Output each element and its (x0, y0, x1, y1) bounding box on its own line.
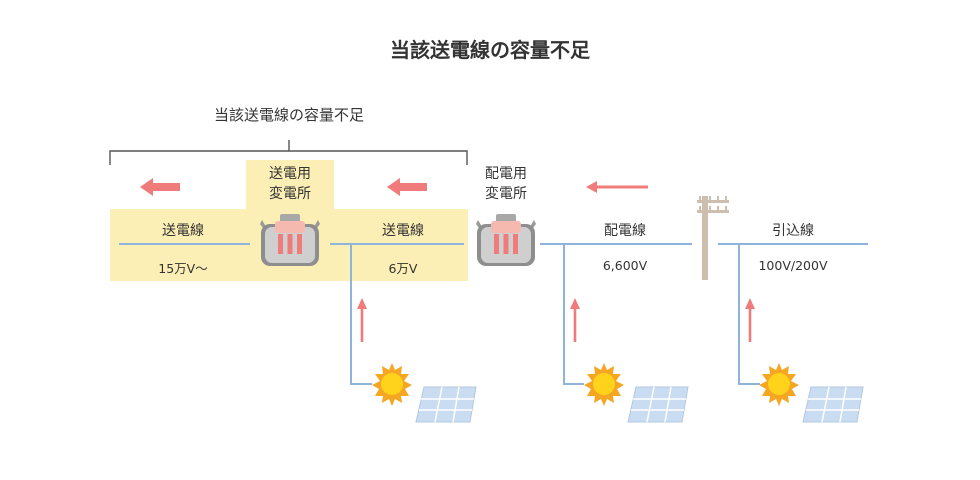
segment-voltage-3: 6,600V (602, 258, 648, 273)
segment-voltage-4: 100V/200V (758, 258, 828, 273)
arrow-up-icon (570, 298, 580, 342)
transmission-substation-label: 送電用 変電所 (246, 164, 334, 204)
solar-panel-icon (802, 386, 864, 423)
transformer-icon (260, 214, 320, 266)
transmission-substation-line1: 送電用 (269, 166, 311, 182)
solar-panel-icon (627, 386, 689, 423)
arrow-up-icon (357, 298, 367, 342)
segment-name-3: 配電線 (604, 223, 646, 239)
arrow-left-icon (586, 181, 648, 193)
distribution-substation-line2: 変電所 (485, 186, 527, 202)
arrow-up-icon (745, 298, 755, 342)
solar-connectors (350, 244, 760, 385)
connector-2 (563, 244, 584, 385)
sun-icon (584, 363, 624, 406)
segment-voltage-2: 6万V (388, 261, 418, 276)
bracket (109, 140, 468, 165)
arrow-left-icon (387, 178, 427, 196)
segment-name-4: 引込線 (772, 223, 814, 239)
page-title: 当該送電線の容量不足 (390, 38, 590, 62)
connector-1 (350, 244, 372, 385)
sun-icon (759, 363, 799, 406)
distribution-substation-line1: 配電用 (485, 166, 527, 182)
connector-3 (738, 244, 760, 385)
transformer-icon (476, 214, 536, 266)
distribution-substation-label: 配電用 変電所 (466, 164, 546, 204)
segment-name-1: 送電線 (162, 223, 204, 239)
utility-pole-icon (697, 196, 729, 280)
segment-name-2: 送電線 (382, 223, 424, 239)
solar-panel-icon (415, 386, 477, 423)
transmission-substation-line2: 変電所 (269, 186, 311, 202)
bracket-label: 当該送電線の容量不足 (213, 106, 364, 124)
segment-voltage-1: 15万V〜 (158, 261, 208, 276)
sun-icon (372, 363, 412, 406)
arrow-left-icon (140, 178, 180, 196)
highlight-transmission-substation (246, 160, 334, 212)
